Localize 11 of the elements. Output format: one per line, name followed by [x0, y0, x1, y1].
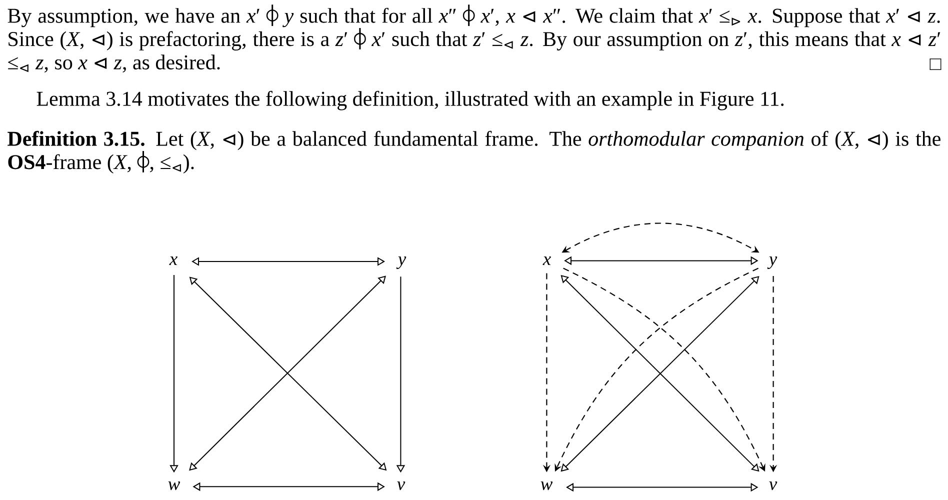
paragraph: Definition 3.15. Let (X, ⊲) be a balanced fundamental frame. The orthomodular companion of (X, ⊲) is the OS4-frame (X, ⌽, ≤$_{⊲}$). — [8, 130, 940, 174]
vertex-label: x — [169, 256, 178, 265]
vertex-label: w — [168, 481, 180, 490]
paragraph: Lemma 3.14 motivates the following definition, illustrated with an example in Figure 11. — [36, 90, 784, 110]
vertex-label: w — [540, 481, 553, 490]
vertex-label: v — [769, 481, 778, 490]
vertex-label: y — [767, 256, 778, 269]
paragraph: By assumption, we have an x′ ⌽ y such that for all x″ ⌽ x′, x ⊲ x″. We claim that x′ ≤$_{⊳}$ x. Suppose that x′ ⊲ z. Since (X, ⊲) is prefactoring, there is a z′ ⌽ x′ such that z′ ≤$_{⊲}$ z. By our assumption on z′, this means that x ⊲ z′ ≤$_{⊲}$ z, so x ⊲ z, as desired. — [8, 4, 942, 72]
vertex-label: v — [397, 481, 406, 490]
vertex-label: y — [396, 256, 406, 269]
vertex-label: x — [542, 256, 551, 265]
